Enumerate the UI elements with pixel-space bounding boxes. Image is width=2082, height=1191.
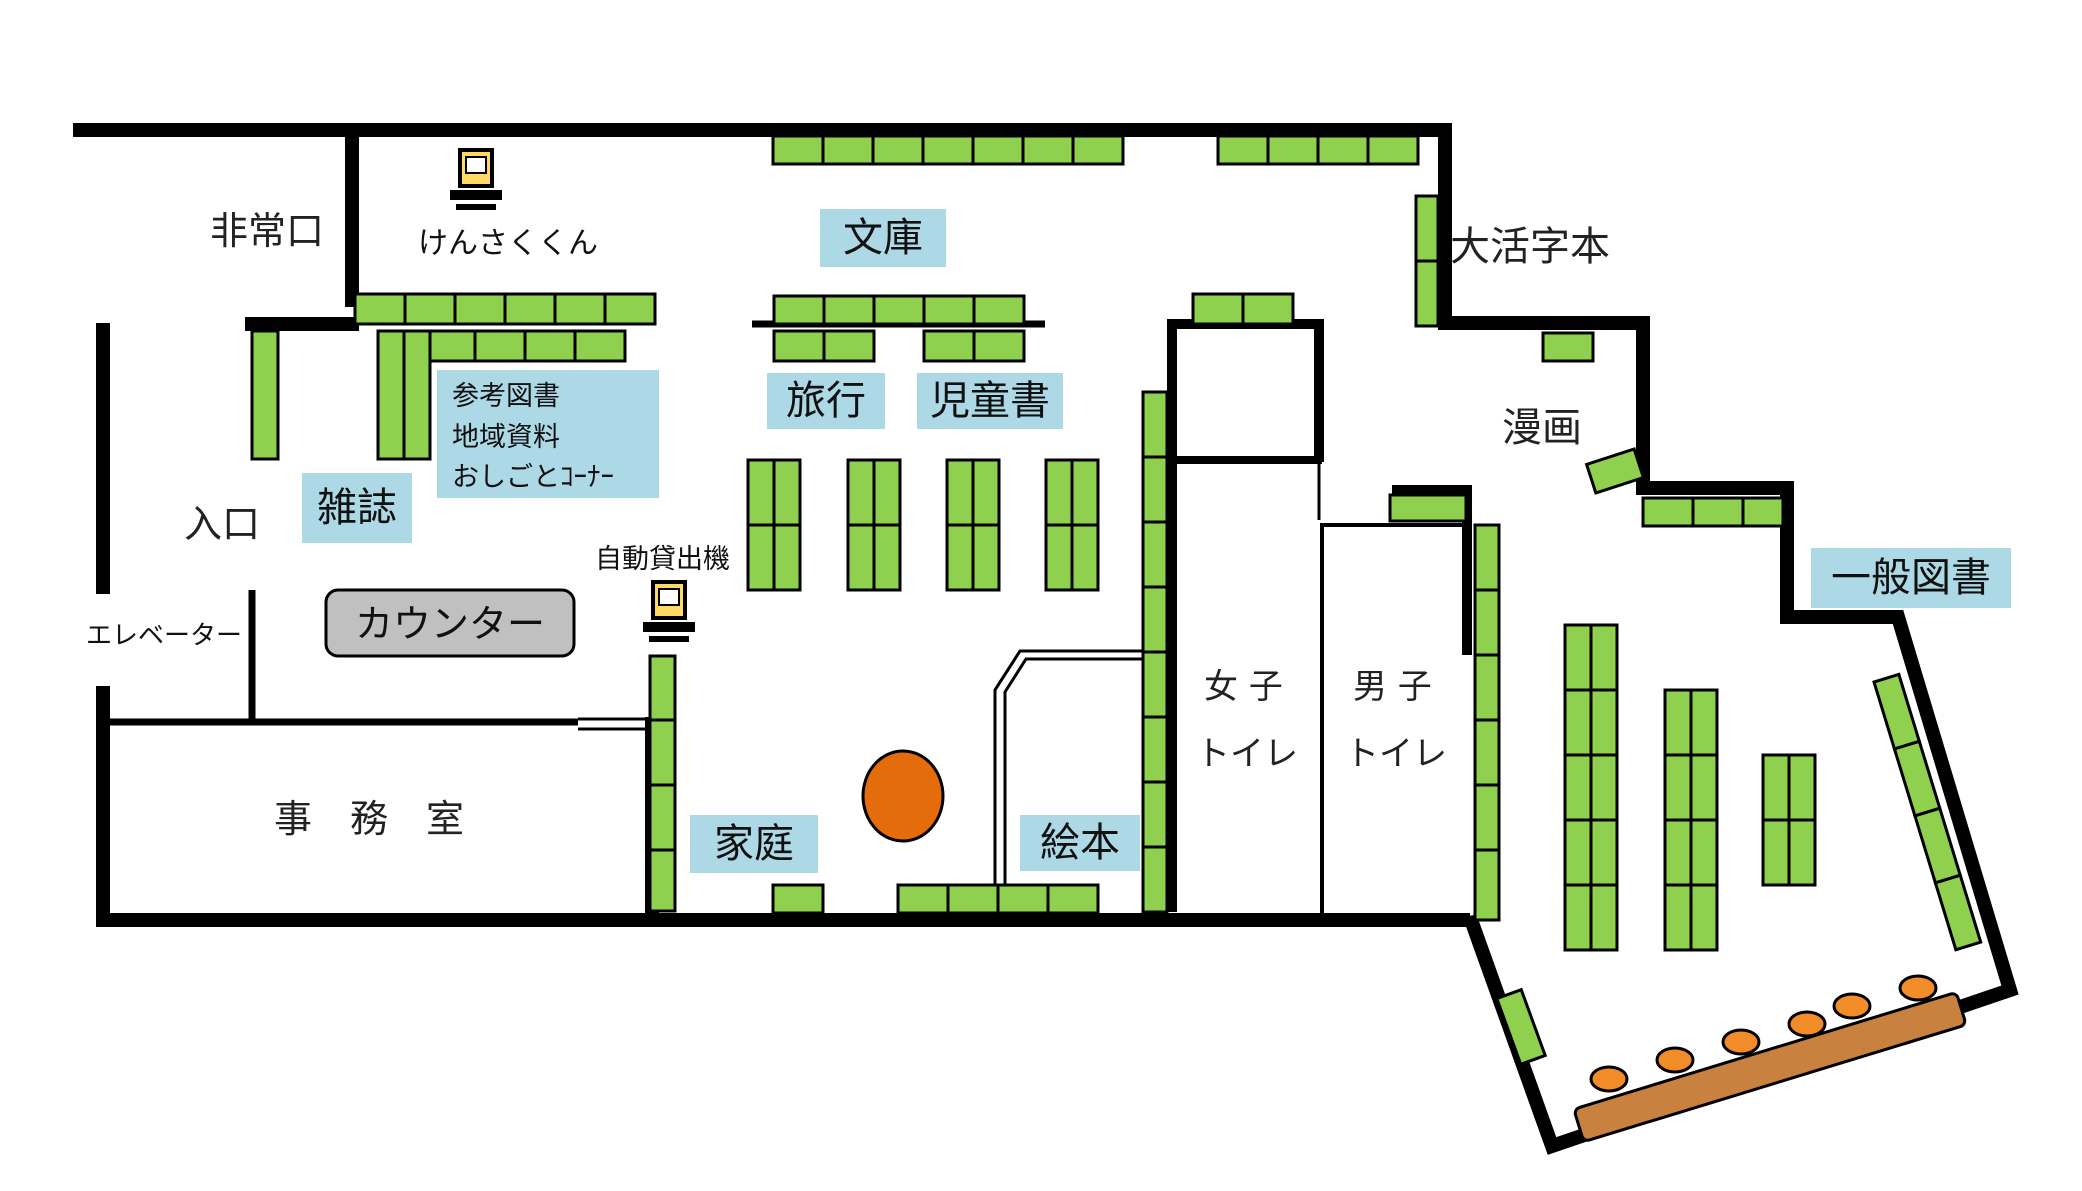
bookshelves: [250, 134, 1817, 952]
label-travel: 旅行: [767, 373, 885, 429]
label-large-print: 大活字本: [1450, 224, 1610, 270]
label-bunko: 文庫: [820, 209, 946, 267]
stools: [1589, 974, 1938, 1093]
computer-terminal-icon: [450, 148, 502, 210]
counter-desk: [324, 588, 576, 658]
label-mens-toilet: 男 子: [1353, 667, 1432, 707]
label-work-corner: おしごとｺｰﾅｰ: [452, 462, 614, 493]
label-self-checkout: 自動貸出機: [595, 544, 730, 575]
label-emergency-exit: 非常口: [210, 209, 325, 253]
reading-table: [1573, 974, 1967, 1142]
label-manga: 漫画: [1502, 405, 1582, 451]
label-reference-box: [437, 370, 659, 498]
label-elevator: エレベーター: [86, 621, 243, 651]
label-general-books: 一般図書: [1811, 548, 2011, 608]
round-table: [861, 749, 945, 843]
label-reference: 参考図書: [452, 381, 560, 412]
label-counter: カウンター: [354, 602, 545, 646]
label-childrens-books: 児童書: [917, 373, 1063, 429]
label-womens-toilet-2: トイレ: [1196, 734, 1298, 774]
label-womens-toilet: 女 子: [1204, 667, 1283, 707]
label-entrance: 入口: [184, 502, 261, 546]
angled-shelves: [1494, 447, 1983, 1067]
label-office: 事 務 室: [274, 797, 465, 841]
label-kensakukun: けんさくくん: [418, 226, 598, 261]
label-magazines: 雑誌: [302, 473, 412, 543]
label-family: 家庭: [690, 815, 818, 873]
label-local-materials: 地域資料: [452, 422, 560, 453]
label-mens-toilet-2: トイレ: [1345, 734, 1447, 774]
label-picture-books: 絵本: [1020, 815, 1140, 871]
computer-terminal-icon: [643, 580, 695, 642]
